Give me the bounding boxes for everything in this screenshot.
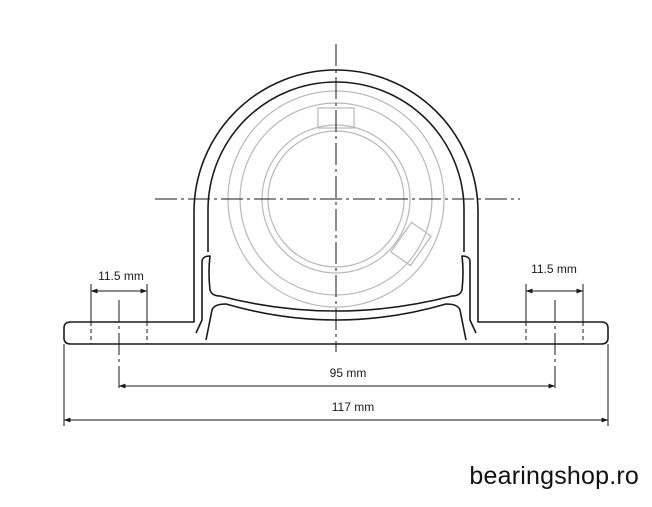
bolt-holes [90, 322, 584, 344]
dim-label-bolt-spacing: 95 mm [330, 366, 367, 380]
set-screw-side [390, 221, 432, 267]
center-lines [118, 44, 556, 392]
brand-watermark: bearingshop.ro [469, 462, 639, 490]
dim-label-left-hole: 11.5 mm [98, 269, 144, 283]
housing [63, 69, 609, 345]
dim-label-overall: 117 mm [332, 400, 374, 414]
dimension-lines [63, 288, 609, 423]
housing-outer-profile [63, 69, 609, 345]
dim-label-right-hole: 11.5 mm [531, 262, 577, 276]
